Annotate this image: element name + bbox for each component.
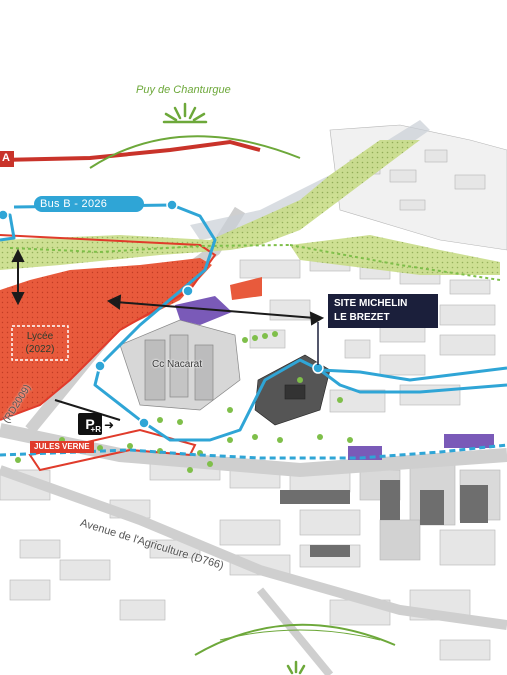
lycee-outline [11, 325, 69, 361]
park-letter: P [85, 416, 95, 432]
hill-arcs [89, 135, 396, 656]
park-and-ride-icon: P+R [78, 413, 102, 435]
red-zone-north [230, 277, 262, 300]
park-arrow-icon: ➜ [104, 418, 115, 432]
road-a-line [0, 139, 261, 162]
sun-rays-icon-bottom [286, 660, 306, 675]
park-suffix: +R [90, 425, 101, 434]
hill-name: Puy de Chanturgue [136, 84, 231, 96]
green-paths [9, 244, 501, 281]
bus-label-pill [34, 196, 144, 212]
tree-dots [15, 331, 353, 473]
mall-label: Cc Nacarat [152, 359, 203, 370]
lycee-label: Lycée (2022) [25, 331, 55, 355]
mall-buildings [119, 319, 241, 411]
site-label-line1: SITE MICHELIN [334, 298, 408, 309]
arrows [11, 248, 325, 421]
green-corridor [0, 140, 420, 270]
site-label-line2: LE BREZET [334, 312, 390, 323]
industrial-blocks [280, 480, 488, 557]
railway-band [190, 120, 430, 240]
sun-rays-icon [162, 102, 208, 124]
green-park-right [290, 235, 500, 275]
bus-stops [0, 199, 324, 429]
tram-line [0, 443, 507, 460]
michelin-site [254, 354, 331, 426]
red-zone-main [0, 258, 212, 420]
road-a-tag [0, 151, 14, 167]
station-label: JULES VERNE [30, 441, 94, 453]
purple-zones [175, 296, 494, 460]
road-a-label: A [2, 152, 10, 164]
bus-line-label: Bus B - 2026 [40, 198, 108, 210]
michelin-site-label: SITE MICHELIN LE BREZET [328, 294, 438, 328]
